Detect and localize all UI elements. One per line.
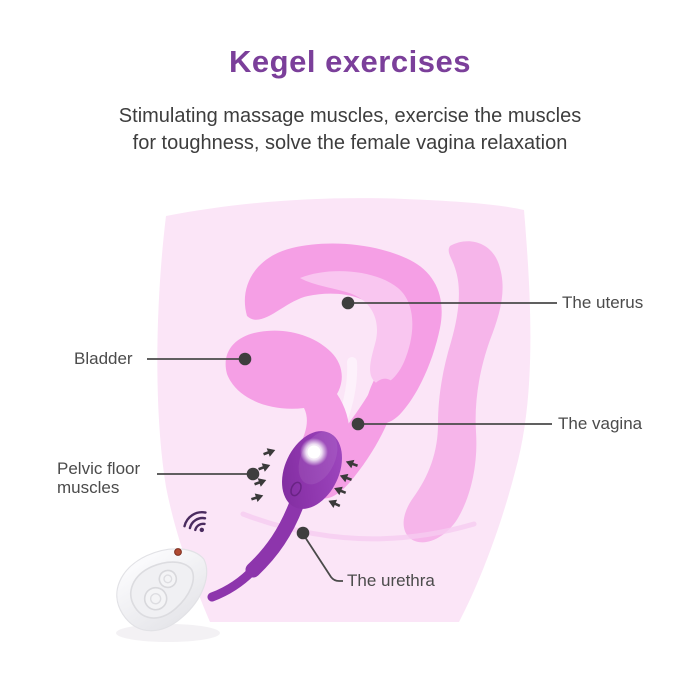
subtitle-line-1: Stimulating massage muscles, exercise th… — [118, 105, 582, 127]
label-vagina: The vagina — [558, 414, 643, 433]
subtitle-line-2: for toughness, solve the female vagina r… — [132, 132, 568, 154]
kegel-egg-vibrator — [207, 431, 342, 602]
egg-light — [307, 445, 321, 459]
urethra-dot — [296, 526, 310, 540]
label-pelvic-floor: Pelvic floor muscles — [57, 459, 167, 497]
remote-button-small — [158, 569, 178, 589]
remote-button-small-glyph — [163, 574, 173, 584]
label-pelvic-floor-line1: Pelvic floor — [57, 459, 141, 478]
uterus-inner-shape — [300, 271, 413, 385]
label-urethra: The urethra — [347, 571, 435, 590]
label-bladder: Bladder — [74, 349, 133, 368]
remote-control — [116, 548, 208, 632]
label-uterus: The uterus — [562, 293, 644, 312]
uterus-dot — [341, 296, 355, 310]
wireless-signal-icon — [183, 511, 207, 533]
leader-lines — [147, 302, 557, 582]
urethra-leader-line — [302, 533, 343, 582]
vagina-dot — [351, 417, 365, 431]
remote-button-large-glyph — [149, 593, 162, 605]
egg-tail-tip — [207, 563, 260, 602]
bladder-dot — [238, 352, 252, 366]
perineum-arc — [240, 511, 477, 542]
led-indicator-icon — [174, 548, 182, 556]
egg-tail — [245, 495, 305, 578]
remote-button-large — [143, 586, 168, 611]
label-pelvic-floor-line2: muscles — [57, 478, 120, 497]
egg-button — [290, 481, 302, 497]
bowel-shape — [403, 241, 503, 543]
pelvic-floor-dot — [246, 467, 260, 481]
page-title: Kegel exercises — [229, 44, 471, 79]
subtitle: Stimulating massage muscles, exercise th… — [0, 103, 700, 157]
leader-dots — [238, 296, 365, 540]
